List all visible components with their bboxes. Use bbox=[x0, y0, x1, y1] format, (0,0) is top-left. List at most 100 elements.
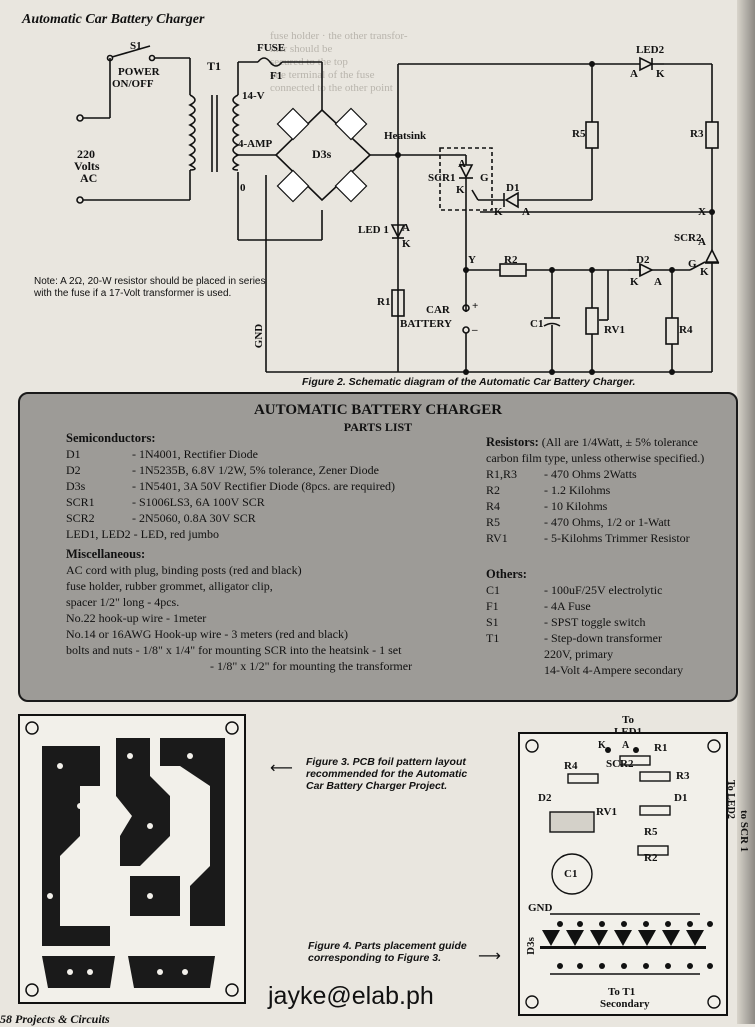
resistors-title: Resistors: bbox=[486, 435, 539, 449]
scr1-label: SCR1 bbox=[428, 172, 456, 184]
d2-placement: D2 bbox=[538, 792, 552, 804]
part-row: 14-Volt 4-Ampere secondary bbox=[544, 663, 684, 677]
d1-a-label: A bbox=[522, 206, 530, 218]
led2-a-label: A bbox=[630, 68, 638, 80]
part-row: R5- 470 Ohms, 1/2 or 1-Watt bbox=[486, 515, 671, 529]
power-label: POWER bbox=[118, 66, 160, 78]
figure2-caption: Figure 2. Schematic diagram of the Autom… bbox=[302, 376, 636, 388]
part-row: SCR1- S1006LS3, 6A 100V SCR bbox=[66, 495, 265, 509]
c1-label: C1 bbox=[530, 318, 544, 330]
battery-minus-label: – bbox=[472, 324, 478, 336]
r4-label: R4 bbox=[679, 324, 693, 336]
d3s-label: D3s bbox=[312, 147, 332, 161]
d1-k-label: K bbox=[494, 206, 503, 218]
parts-list-panel: AUTOMATIC BATTERY CHARGER PARTS LIST Sem… bbox=[18, 392, 738, 702]
led1-k-pad: K bbox=[598, 740, 606, 751]
c1-placement: C1 bbox=[564, 868, 578, 880]
zero-label: 0 bbox=[240, 182, 246, 194]
ac-label: AC bbox=[80, 171, 98, 185]
resistors-note: (All are 1/4Watt, ± 5% tolerance bbox=[541, 435, 698, 449]
misc-item: fuse holder, rubber grommet, alligator c… bbox=[66, 579, 273, 593]
part-row: S1- SPST toggle switch bbox=[486, 615, 646, 629]
misc-item: - 1/8" x 1/2" for mounting the transform… bbox=[210, 659, 413, 673]
scr2-placement: SCR2 bbox=[606, 758, 634, 770]
misc-item: spacer 1/2" long - 4pcs. bbox=[66, 595, 180, 609]
figure3-arrow-icon: ⟵ bbox=[270, 758, 293, 777]
d2-k-label: K bbox=[630, 276, 639, 288]
battery-label: BATTERY bbox=[400, 318, 452, 330]
rv1-label: RV1 bbox=[604, 324, 626, 336]
watermark-email: jayke@elab.ph bbox=[268, 982, 434, 1010]
part-row: R2- 1.2 Kilohms bbox=[486, 483, 611, 497]
r2-placement: R2 bbox=[644, 852, 658, 864]
page-edge-shadow bbox=[737, 0, 755, 1024]
misc-section: Miscellaneous: AC cord with plug, bindin… bbox=[66, 546, 506, 674]
to-led2-label: To LED2 bbox=[725, 780, 736, 819]
pcb-foil-pattern bbox=[18, 714, 246, 1004]
page-footer: 58 Projects & Circuits bbox=[0, 1012, 110, 1026]
scr1-anode-label: A bbox=[458, 158, 466, 170]
placement-artwork bbox=[525, 739, 721, 1009]
scr2-g-label: G bbox=[688, 258, 697, 270]
d1-placement: D1 bbox=[674, 792, 688, 804]
d2-label: D2 bbox=[636, 254, 650, 266]
led1-k-label: K bbox=[402, 238, 411, 250]
led2-k-label: K bbox=[656, 68, 665, 80]
r5-placement: R5 bbox=[644, 826, 658, 838]
scr2-label: SCR2 bbox=[674, 232, 702, 244]
secondary-label: Secondary bbox=[600, 998, 650, 1010]
parts-subheading: PARTS LIST bbox=[343, 420, 413, 434]
r1-placement: R1 bbox=[654, 742, 668, 754]
part-row: R1,R3- 470 Ohms 2Watts bbox=[486, 467, 637, 481]
figure4-caption: Figure 4. Parts placement guide correspo… bbox=[308, 940, 467, 964]
part-row: RV1- 5-Kilohms Trimmer Resistor bbox=[486, 531, 690, 545]
d3s-placement: D3s bbox=[524, 937, 537, 955]
led1-a-label: A bbox=[402, 222, 410, 234]
part-row: 220V, primary bbox=[544, 647, 614, 661]
misc-title: Miscellaneous: bbox=[66, 547, 146, 561]
amp4-label: 4-AMP bbox=[238, 138, 273, 150]
led1-label: LED 1 bbox=[358, 224, 389, 236]
r3-placement: R3 bbox=[676, 770, 690, 782]
transformer-note: Note: A 2Ω, 20-W resistor should be plac… bbox=[34, 276, 266, 299]
t1-label: T1 bbox=[207, 59, 222, 73]
fuse-label: FUSE bbox=[257, 42, 286, 54]
rv1-placement: RV1 bbox=[596, 806, 618, 818]
resistors-note-2: carbon film type, unless otherwise speci… bbox=[486, 451, 705, 465]
scr1-gate-label: G bbox=[480, 172, 489, 184]
y-label: Y bbox=[468, 254, 476, 266]
v14-label: 14-V bbox=[242, 90, 265, 102]
part-row: F1- 4A Fuse bbox=[486, 599, 591, 613]
r2-label: R2 bbox=[504, 254, 518, 266]
battery-plus-label: + bbox=[472, 300, 479, 312]
scr1-cathode-label: K bbox=[456, 184, 465, 196]
x-label: X bbox=[698, 206, 706, 218]
pcb-foil-artwork bbox=[25, 721, 239, 997]
semiconductors-title: Semiconductors: bbox=[66, 431, 156, 445]
scr2-a-label: A bbox=[698, 236, 706, 248]
to-scr1-label: to SCR 1 bbox=[738, 810, 750, 853]
resistors-section: Resistors: (All are 1/4Watt, ± 5% tolera… bbox=[486, 434, 736, 546]
misc-item: No.22 hook-up wire - 1meter bbox=[66, 611, 207, 625]
schematic-diagram bbox=[76, 45, 720, 375]
misc-item: bolts and nuts - 1/8" x 1/4" for mountin… bbox=[66, 643, 402, 657]
part-row: T1- Step-down transformer bbox=[486, 631, 662, 645]
d2-a-label: A bbox=[654, 276, 662, 288]
part-row: SCR2- 2N5060, 0.8A 30V SCR bbox=[66, 511, 256, 525]
others-section: Others: C1- 100uF/25V electrolytic F1- 4… bbox=[486, 566, 736, 678]
to-t1-label: To T1 bbox=[608, 986, 636, 998]
part-row: D3s- 1N5401, 3A 50V Rectifier Diode (8pc… bbox=[66, 479, 396, 493]
parts-placement-guide: K A R1 R4 SCR2 R3 D2 D1 RV1 R5 R2 C1 GND… bbox=[518, 732, 728, 1016]
part-row: D1- 1N4001, Rectifier Diode bbox=[66, 447, 258, 461]
onoff-label: ON/OFF bbox=[112, 78, 154, 90]
r4-placement: R4 bbox=[564, 760, 578, 772]
parts-heading: AUTOMATIC BATTERY CHARGER bbox=[253, 402, 503, 418]
led2-label: LED2 bbox=[636, 44, 665, 56]
part-row: R4- 10 Kilohms bbox=[486, 499, 608, 513]
part-row: LED1, LED2 - LED, red jumbo bbox=[66, 527, 219, 541]
car-label: CAR bbox=[426, 304, 450, 316]
page-title: Automatic Car Battery Charger bbox=[22, 12, 205, 27]
gnd-label: GND bbox=[253, 323, 266, 349]
gnd-placement: GND bbox=[528, 902, 553, 914]
part-row: C1- 100uF/25V electrolytic bbox=[486, 583, 663, 597]
